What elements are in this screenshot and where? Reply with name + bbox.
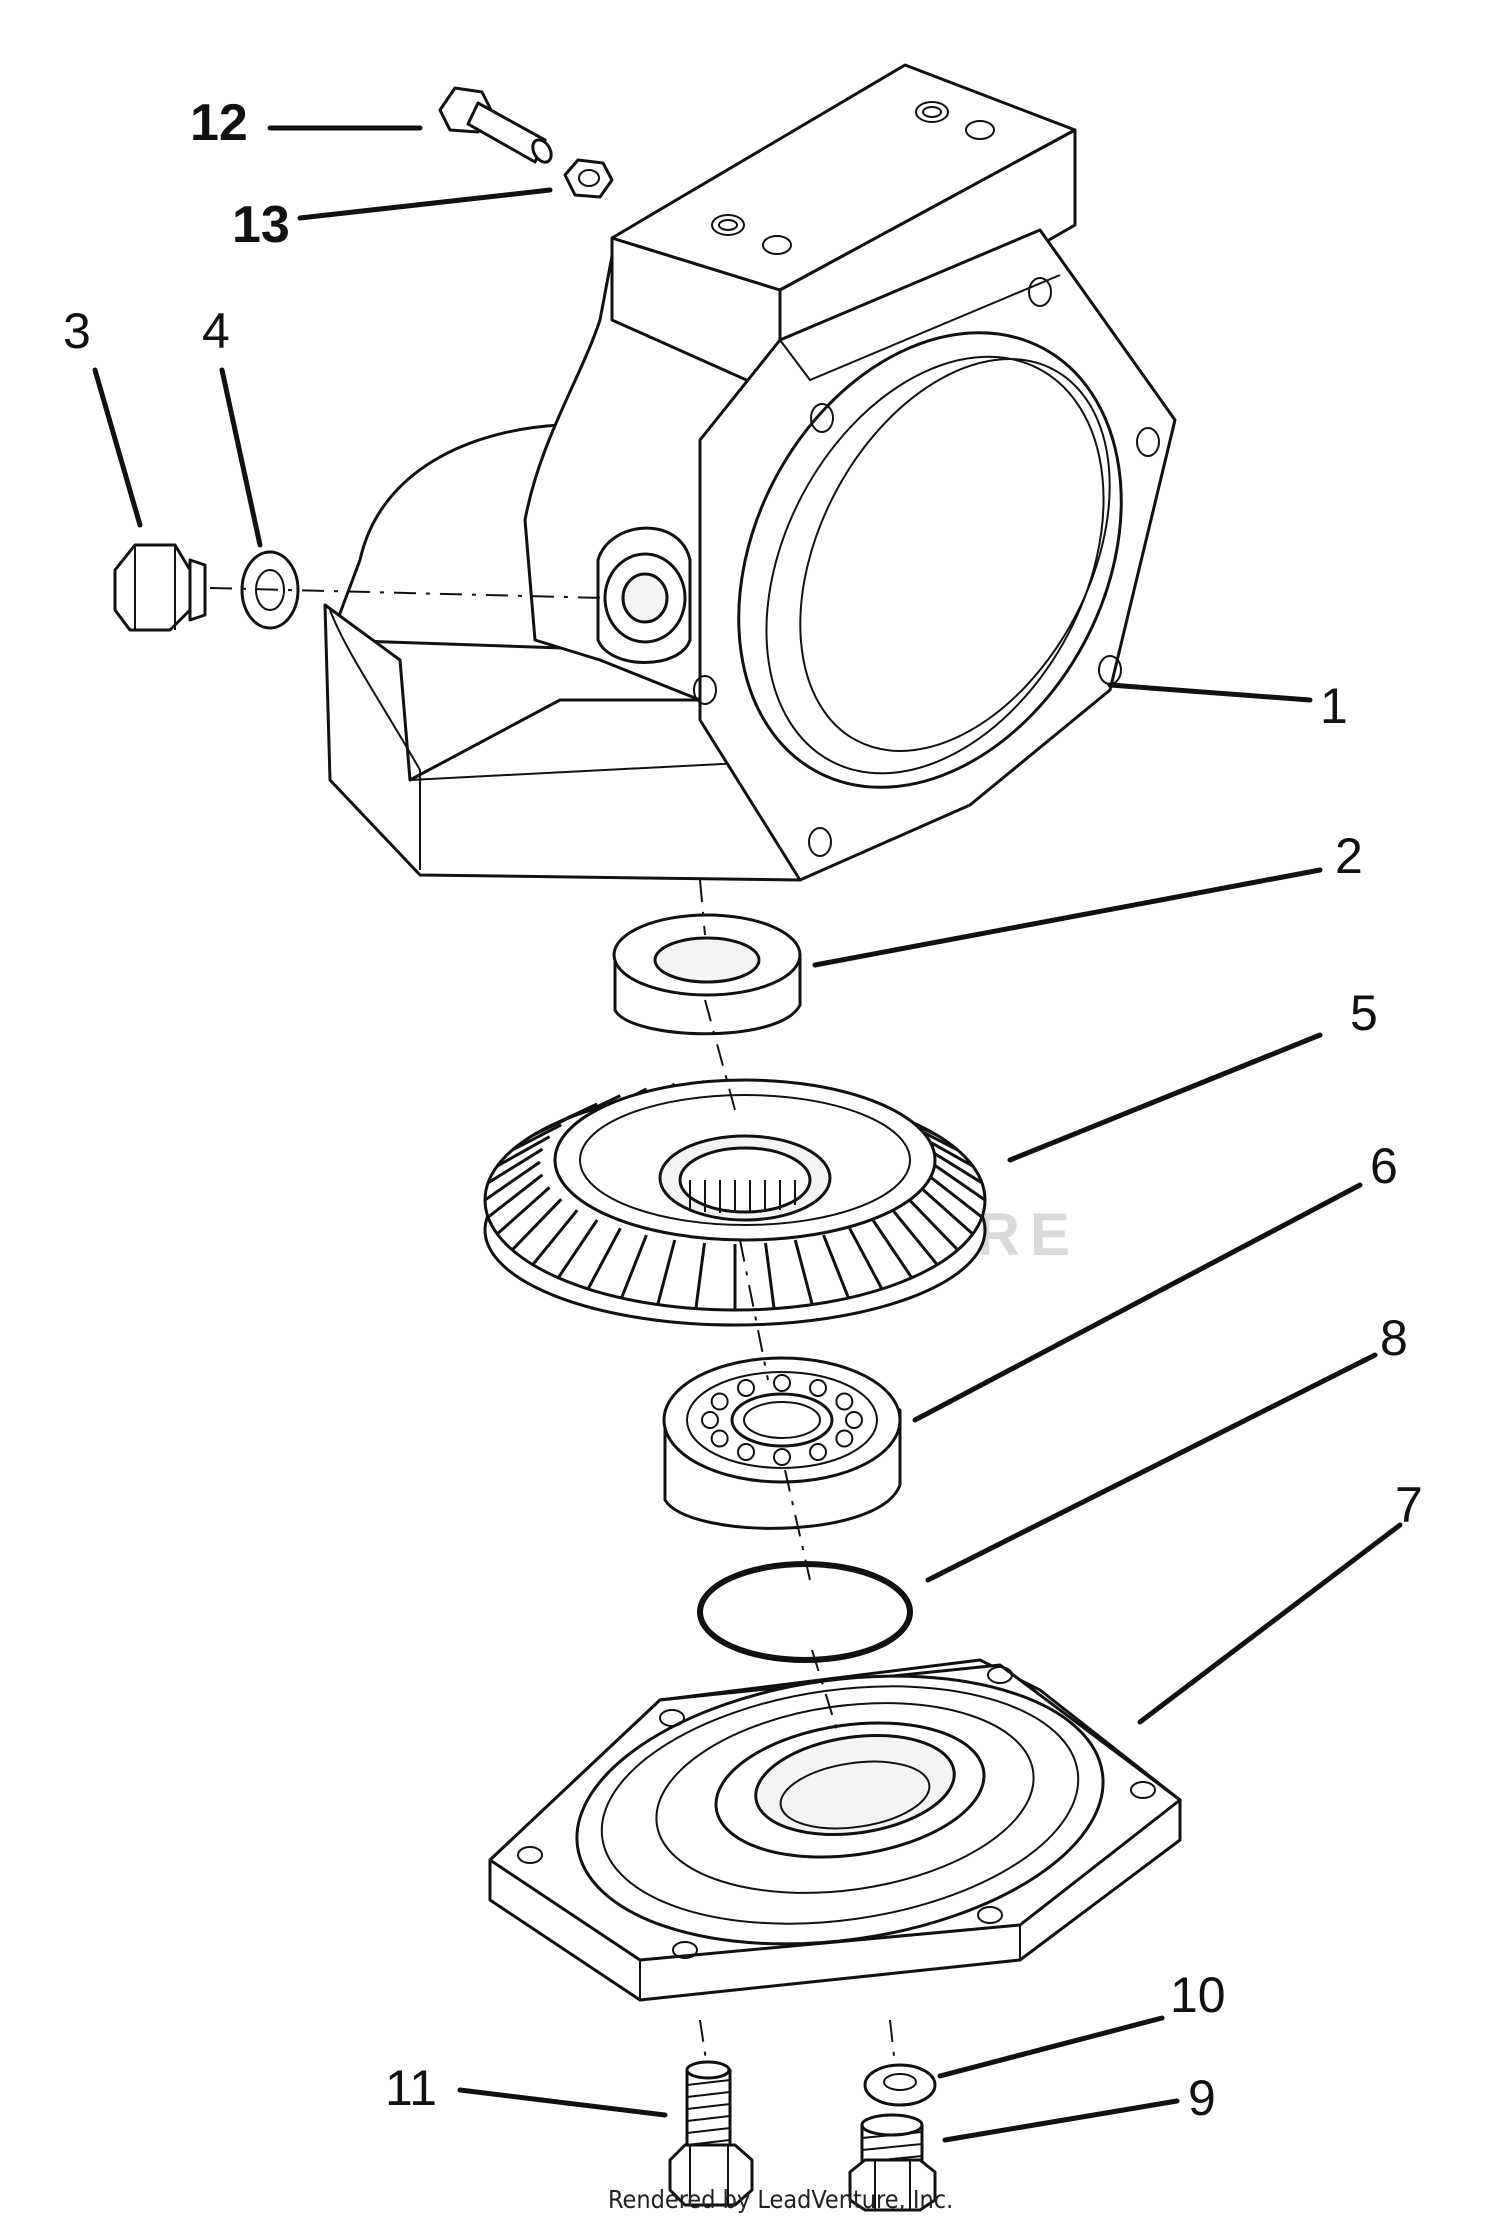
gear-tooth xyxy=(919,1186,974,1236)
gear-tooth xyxy=(496,1135,551,1168)
bearing-ball xyxy=(710,1429,729,1448)
gear-tooth xyxy=(620,1234,648,1299)
gear-tooth xyxy=(926,1147,983,1185)
gear-tooth xyxy=(531,1209,579,1266)
gear-tooth xyxy=(907,1198,959,1251)
callout-13: 13 xyxy=(232,196,290,254)
gear-tooth xyxy=(793,1239,814,1305)
part-7-cover-plate xyxy=(488,1658,1182,2002)
part-9-plug xyxy=(848,2113,937,2212)
part-13-nut xyxy=(563,158,614,199)
part-10-washer xyxy=(863,2063,937,2107)
bearing-ball xyxy=(737,1443,755,1462)
part-8-o-ring xyxy=(697,1561,913,1663)
gear-tooth xyxy=(484,1160,541,1202)
gear-tooth xyxy=(556,1219,599,1279)
gear-tooth xyxy=(871,1219,914,1279)
callout-2: 2 xyxy=(1335,828,1363,884)
callout-7: 7 xyxy=(1395,1477,1423,1533)
bearing-ball xyxy=(773,1374,791,1392)
gear-tooth xyxy=(487,1147,544,1185)
bearing-ball xyxy=(809,1378,827,1397)
gear-tooth xyxy=(511,1198,563,1251)
bearing-ball xyxy=(737,1378,755,1397)
bearing-ball xyxy=(835,1429,854,1448)
footer-credit: Rendered by LeadVenture, Inc. xyxy=(608,2185,953,2214)
gear-tooth xyxy=(487,1173,544,1219)
callout-4: 4 xyxy=(202,303,230,359)
gear-tooth xyxy=(764,1242,776,1309)
part-5-bevel-gear xyxy=(483,1078,987,1327)
gear-tooth xyxy=(926,1173,983,1219)
part-6-ball-bearing xyxy=(662,1356,902,1530)
callout-3: 3 xyxy=(63,303,91,359)
part-11-screw xyxy=(668,2060,754,2207)
callout-10: 10 xyxy=(1170,1967,1226,2023)
callout-5: 5 xyxy=(1350,985,1378,1041)
gear-tooth xyxy=(694,1242,706,1309)
callout-1: 1 xyxy=(1320,678,1348,734)
gear-tooth xyxy=(557,1102,598,1124)
gear-tooth xyxy=(656,1239,677,1305)
gear-tooth xyxy=(848,1227,884,1290)
gear-tooth xyxy=(496,1186,551,1236)
bearing-ball xyxy=(845,1411,863,1429)
bearing-ball xyxy=(701,1411,719,1429)
gear-tooth xyxy=(891,1209,939,1266)
part-3-drain-plug xyxy=(113,543,207,632)
callout-12: 12 xyxy=(190,94,248,152)
callout-8: 8 xyxy=(1380,1310,1408,1366)
bearing-ball xyxy=(773,1448,791,1466)
gear-tooth xyxy=(587,1094,622,1113)
gear-tooth xyxy=(929,1160,986,1202)
part-2-bearing-cup xyxy=(612,913,802,1036)
gear-tooth xyxy=(822,1234,850,1299)
gear-tooth xyxy=(511,1123,562,1152)
bearing-ball xyxy=(710,1392,729,1411)
bearing-ball xyxy=(809,1443,827,1462)
part-1-gearbox-housing xyxy=(323,63,1177,882)
part-12-bolt xyxy=(438,86,553,164)
gear-tooth xyxy=(586,1227,622,1290)
callout-9: 9 xyxy=(1188,2070,1216,2126)
callout-6: 6 xyxy=(1370,1138,1398,1194)
bearing-ball xyxy=(835,1392,854,1411)
callout-11: 11 xyxy=(385,2060,437,2116)
